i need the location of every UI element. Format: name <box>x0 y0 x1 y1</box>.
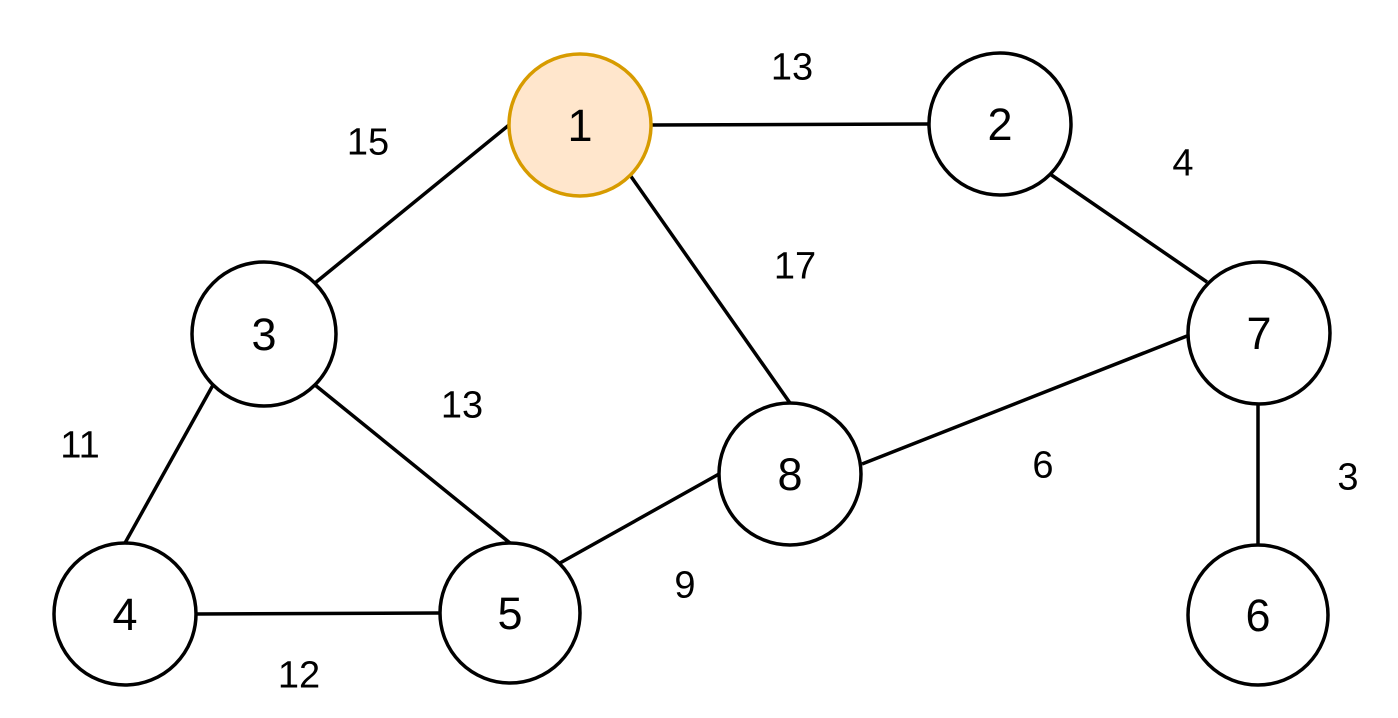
edge-1-2-weight: 13 <box>771 47 813 89</box>
node-7-label: 7 <box>1246 308 1271 359</box>
node-5-label: 5 <box>497 588 522 639</box>
edge-1-2 <box>650 122 930 127</box>
edge-4-5-weight: 12 <box>278 655 320 697</box>
node-8-label: 8 <box>777 449 802 500</box>
node-4-label: 4 <box>112 589 137 640</box>
node-6[interactable] <box>1186 543 1330 687</box>
edge-1-8 <box>628 173 792 405</box>
node-3-label: 3 <box>251 309 276 360</box>
node-2[interactable] <box>927 51 1073 197</box>
edge-3-5 <box>313 383 512 545</box>
edge-7-8-weight: 6 <box>1032 445 1053 487</box>
edge-3-4 <box>123 384 215 544</box>
edge-2-7-weight: 4 <box>1172 143 1193 185</box>
edge-2-7 <box>1049 172 1208 284</box>
node-7[interactable] <box>1186 260 1332 406</box>
node-5[interactable] <box>438 541 582 685</box>
edge-1-3 <box>313 123 511 285</box>
node-1-label: 1 <box>567 100 592 151</box>
edge-7-8 <box>861 334 1188 466</box>
edge-5-8-weight: 9 <box>674 565 695 607</box>
edge-3-4-weight: 11 <box>60 425 99 467</box>
node-2-label: 2 <box>987 99 1012 150</box>
edge-1-3-weight: 15 <box>347 122 389 164</box>
node-1[interactable] <box>507 52 653 198</box>
edge-3-5-weight: 13 <box>441 385 483 427</box>
node-4[interactable] <box>52 541 198 687</box>
edge-6-7-weight: 3 <box>1337 457 1358 499</box>
node-6-label: 6 <box>1245 590 1270 641</box>
edge-1-8-weight: 17 <box>774 246 816 288</box>
edge-4-5 <box>195 611 440 616</box>
node-3[interactable] <box>190 260 338 408</box>
node-8[interactable] <box>717 401 863 547</box>
edge-5-8 <box>559 472 720 565</box>
